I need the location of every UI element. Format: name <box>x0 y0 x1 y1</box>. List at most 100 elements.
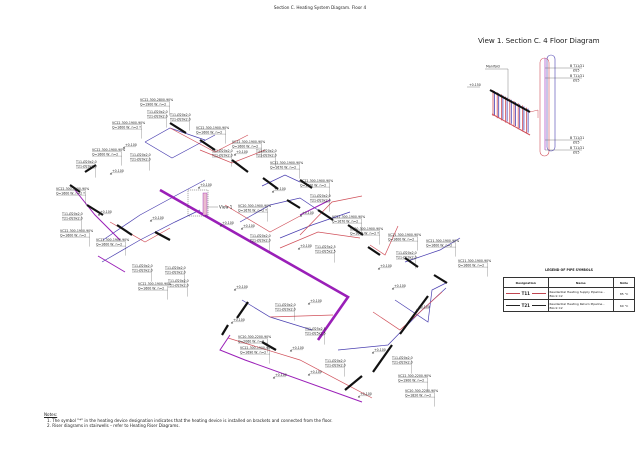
riser-label: B T11/21 <box>570 64 584 68</box>
supply-pipe-t11 <box>199 149 266 164</box>
supply-line-symbol <box>505 293 520 294</box>
callout-text: VC22-300-1900-90% <box>138 282 171 286</box>
callout-text: Q=1600 W, n=2 <box>300 183 326 187</box>
elevation-arrow-icon <box>233 288 237 291</box>
view-1-frame <box>187 189 209 217</box>
legend-header: Note <box>613 277 635 288</box>
elevation-text: +0.100 <box>236 285 248 289</box>
callout-text: VC22-300-1900-90% <box>332 215 365 219</box>
elevation-arrow-icon <box>272 376 276 379</box>
elevation-text: +0.100 <box>292 346 304 350</box>
legend-header: Name <box>547 277 615 288</box>
pipe-note: 60 °C <box>613 299 635 312</box>
supply-pipe-t11 <box>369 225 399 256</box>
elevation-arrow-icon <box>297 247 301 250</box>
callout-text: VC22-300-1900-90% <box>112 121 145 125</box>
callout-text: VC22-300-1900-90% <box>232 140 265 144</box>
legend-row: T21 Residential Heating Return Pipeline … <box>503 299 635 312</box>
callout-text: T11-Ø20x2.0 <box>131 263 153 268</box>
callout-text: Q=1820 W, n=2 <box>405 393 431 397</box>
radiator <box>154 231 171 241</box>
radiator <box>221 324 229 336</box>
radiator <box>317 209 334 221</box>
legend-header: Designation <box>503 277 549 288</box>
radiator <box>86 204 104 216</box>
riser-shaft <box>202 192 208 216</box>
callout-text: VC22-300-1900-90% <box>196 126 229 130</box>
callout-text: Q=1670 W, n=2 * <box>350 231 379 235</box>
radiator <box>261 341 277 351</box>
elevation-arrow-icon <box>415 308 419 311</box>
riser-label: B T11/21 <box>570 146 584 150</box>
callout-text: VC22-300-1900-90% <box>240 346 273 350</box>
return-pipe-t21 <box>394 282 447 323</box>
callout-text: Q=2060 W, n=2 <box>238 339 264 343</box>
callout-text: T21-Ø20x2.0 <box>255 152 277 157</box>
pipe-callout: VC22-300-1900-90%Q=1600 W, n=2 * <box>56 187 89 205</box>
elevation-mark: +0.100 <box>97 210 112 216</box>
callout-text: T21-Ø25x2.5 <box>304 330 326 335</box>
callout-text: VC21-300-1900-90% <box>426 239 459 243</box>
radiator <box>299 179 313 189</box>
radiator <box>347 224 364 236</box>
pipe-callout: VC22-300-2200-90%Q=1900 W, n=2 <box>398 374 431 392</box>
pipe-callout: VC22-300-2800-90%Q=1900 W, n=2 <box>140 98 173 116</box>
callout-text: T21-Ø20x2.0 <box>129 156 151 161</box>
callout-text: VC20-300-1900-90% <box>350 227 383 231</box>
elevation-arrow-icon <box>289 349 293 352</box>
callout-text: Q=1600 W, n=2 * <box>56 191 85 195</box>
elevation-mark: +0.100 <box>149 216 164 222</box>
pipe-callout: VC22-300-1900-90%Q=1600 W, n=2 <box>232 140 265 158</box>
callout-text: T11-Ø20x2.0 <box>146 109 168 114</box>
pipe-callout: VC21-300-1900-90%Q=1600 W, n=2 <box>458 259 491 277</box>
callout-text: T21-Ø20x2.0 <box>211 152 233 157</box>
radiator <box>236 301 249 319</box>
callout-text: Q=1690 W, n=2 <box>240 350 266 354</box>
callout-text: VC22-300-1900-90% <box>300 179 333 183</box>
callout-text: T11-Ø20x2.0 <box>164 265 186 270</box>
elevation-text: +0.100 <box>125 143 137 147</box>
elevation-mark: +0.100 <box>377 264 392 270</box>
callout-text: T21-Ø20x2.0 <box>75 163 97 168</box>
manifold-outlets <box>489 89 539 136</box>
view-title: View 1. Section C. 4 Floor Diagram <box>478 36 600 45</box>
return-pipe-t21 <box>279 211 351 239</box>
pipe-callout: VC20-300-1900-90%Q=1670 W, n=2 * <box>238 204 271 222</box>
elevation-arrow-icon <box>371 351 375 354</box>
elevation-arrow-icon <box>149 219 153 222</box>
elevation-arrow-icon <box>307 302 311 305</box>
return-pipe-t21 <box>144 134 216 159</box>
radiator <box>262 177 279 190</box>
elevation-arrow-icon <box>307 373 311 376</box>
callout-text: VC22-300-1900-90% <box>60 229 93 233</box>
radiator <box>231 159 249 173</box>
riser-label: Ø25 <box>573 149 580 154</box>
radiator <box>372 344 393 373</box>
elevation-mark: +0.100 <box>240 224 255 230</box>
pipe-callout: VC22-300-1900-90%Q=1600 W, n=2 <box>60 229 93 247</box>
callout-text: T11-Ø20x2.0 <box>129 152 151 157</box>
callout-text: Q=1600 W, n=2 <box>426 243 452 247</box>
callout-text: T21-Ø20x2.0 <box>324 362 346 367</box>
supply-line-symbol <box>531 293 546 294</box>
callout-text: Q=1600 W, n=2 <box>138 286 164 290</box>
pipe-callout: VC22-300-1900-90%Q=1600 W, n=2 <box>300 179 333 197</box>
legend-header-row: Designation Name Note <box>503 277 635 288</box>
elevation-text: +0.100 <box>360 392 372 396</box>
radiator <box>404 257 419 268</box>
elevation-text: +0.100 <box>236 150 248 154</box>
elevation-arrow-icon <box>122 146 126 149</box>
legend-row: T11 Residential Heating Supply Pipeline … <box>503 287 635 300</box>
callout-text: VC22-300-1900-90% <box>270 161 303 165</box>
manifold-header <box>489 89 531 113</box>
supply-pipe-t11 <box>224 204 301 233</box>
callout-text: T11-Ø20x2.0 <box>255 148 277 153</box>
